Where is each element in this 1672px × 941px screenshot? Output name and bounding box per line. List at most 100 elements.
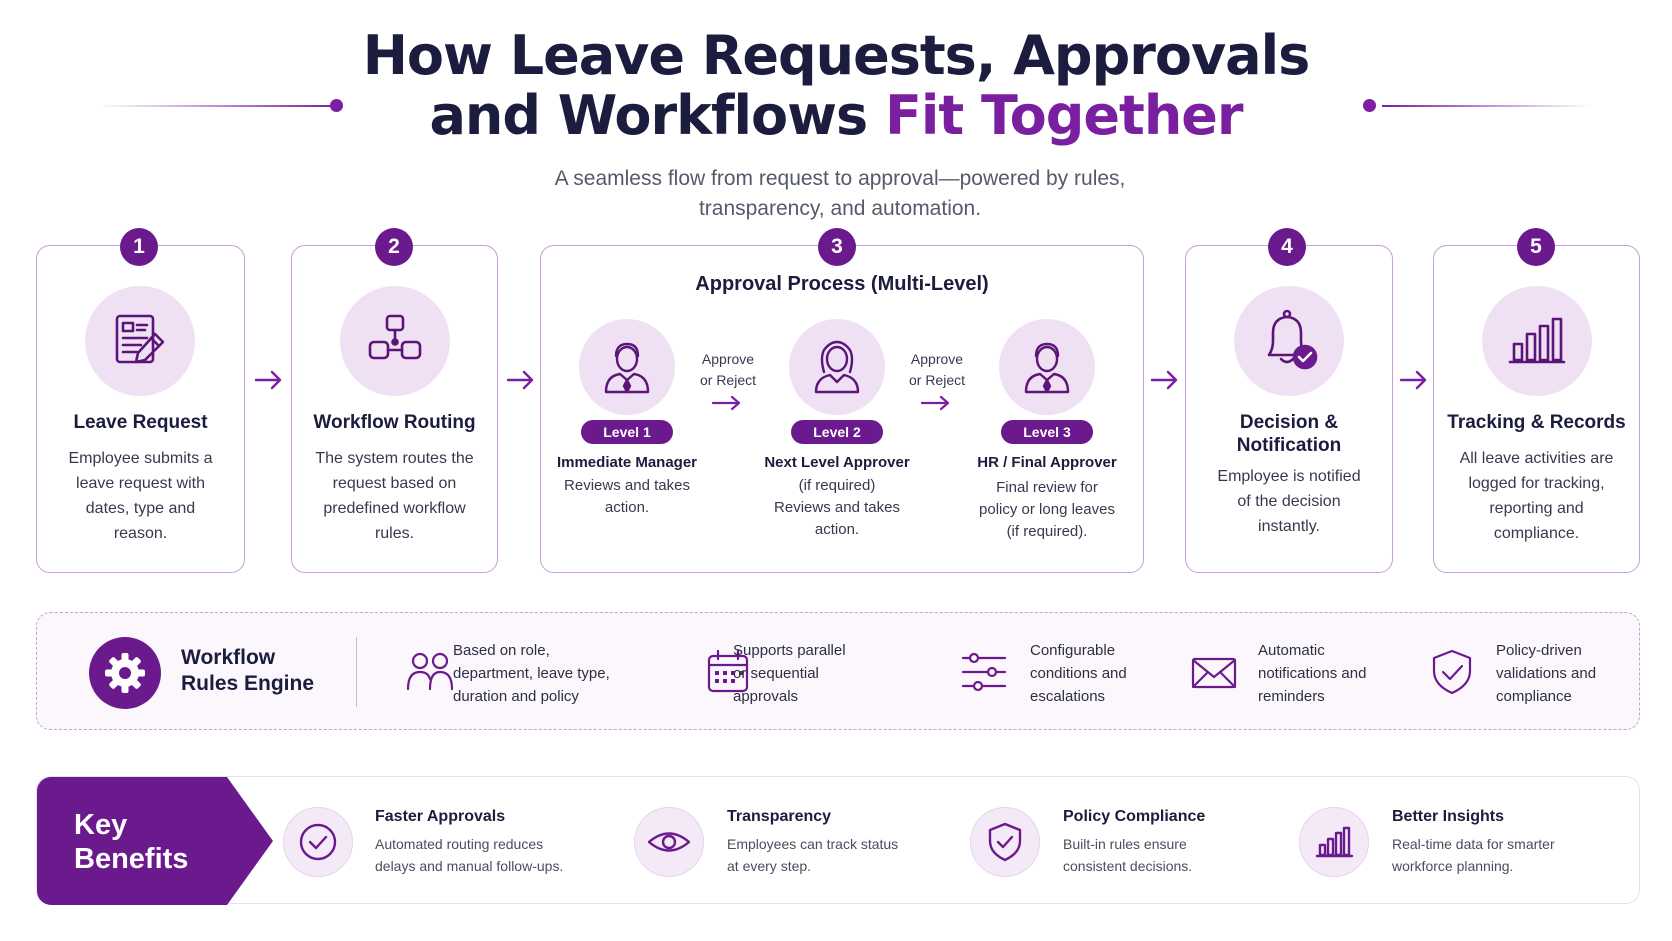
arrow-right-icon [1399,370,1427,390]
step-title: Tracking & Records [1447,412,1626,433]
key-benefits-panel: Key Benefits Faster Approvals Automated … [36,776,1640,905]
workflow-rules-engine-panel: Workflow Rules Engine Based on role, dep… [36,612,1640,730]
feature-line: conditions and [1030,665,1127,682]
engine-feature: Automatic notifications and reminders [1258,639,1366,708]
envelope-icon [1191,657,1237,689]
key-benefits-label: Key Benefits [37,777,273,905]
benefit-desc: Real-time data for smarter workforce pla… [1392,833,1555,877]
arrow-right-icon [711,395,741,411]
bar-chart-icon [1482,286,1592,396]
benefit-desc: Built-in rules ensure consistent decisio… [1063,833,1192,877]
step-number-3: 3 [818,228,856,266]
shield-check-icon [970,807,1040,877]
feature-line: department, leave type, [453,665,610,682]
step-title: Approval Process (Multi-Level) [695,273,989,295]
desc-line: dates, type and [85,500,196,517]
desc-line: Final review for [996,479,1098,496]
arrow-right-icon [506,370,534,390]
arrow-right-icon [254,370,282,390]
feature-line: compliance [1496,688,1572,705]
approve-or-reject-label: Approve or Reject [693,349,763,391]
reject-text: or Reject [908,372,966,388]
desc-line: compliance. [1493,525,1580,542]
desc-line: Employees can track status [727,836,899,852]
feature-line: Automatic [1258,642,1325,659]
reject-text: or Reject [699,372,757,388]
desc-line: rules. [374,525,415,542]
feature-line: approvals [733,688,799,705]
sliders-icon [961,652,1007,692]
title-accent: Fit Together [884,84,1244,147]
step-card-decision-notification: Decision & Notification Employee is noti… [1185,245,1393,573]
bar-chart-icon [1299,807,1369,877]
desc-line: reason. [113,525,168,542]
feature-line: Policy-driven [1496,642,1582,659]
title-line-1: How Leave Requests, Approvals [362,24,1311,87]
desc-line: (if required). [1006,523,1088,540]
shield-check-icon [1432,649,1472,695]
feature-line: validations and [1496,665,1597,682]
step-desc: All leave activities are logged for trac… [1434,446,1639,546]
arrow-right-icon [920,395,950,411]
step-title: Workflow Routing [313,412,476,433]
level-name: Next Level Approver [764,454,910,471]
desc-line: predefined workflow [323,500,466,517]
male-user-icon [999,319,1095,415]
calendar-icon [707,649,749,693]
level-badge: Level 1 [581,420,673,444]
step-number-2: 2 [375,228,413,266]
desc-line: Reviews and takes [564,477,690,494]
level-desc: (if required) Reviews and takes action. [747,475,927,541]
desc-line: instantly. [1258,518,1320,535]
page-title: How Leave Requests, Approvals and Workfl… [0,26,1672,146]
desc-line: (if required) [798,477,876,494]
desc-line: of the decision [1237,493,1341,510]
engine-feature: Policy-driven validations and compliance [1496,639,1596,708]
eye-icon [634,807,704,877]
engine-feature: Supports parallel or sequential approval… [733,639,846,708]
title-line: Workflow [181,646,276,669]
gear-icon [89,637,161,709]
document-edit-icon [85,286,195,396]
title-line: Decision & [1239,412,1339,433]
approve-text: Approve [910,351,964,367]
female-user-icon [789,319,885,415]
decor-dot-left [330,99,343,112]
decor-line-left [96,105,336,107]
step-number-4: 4 [1268,228,1306,266]
subtitle-line-1: A seamless flow from request to approval… [554,167,1126,190]
feature-line: duration and policy [453,688,579,705]
decor-dot-right [1363,99,1376,112]
engine-title: Workflow Rules Engine [181,645,314,697]
step-desc: Employee is notified of the decision ins… [1186,464,1392,539]
desc-line: logged for tracking, [1468,475,1605,492]
desc-line: consistent decisions. [1063,858,1193,874]
step-title: Leave Request [73,412,208,433]
benefit-title: Faster Approvals [375,808,506,825]
desc-line: All leave activities are [1459,450,1614,467]
divider [356,637,357,707]
title-line-2: and Workflows Fit Together [0,86,1672,146]
feature-line: reminders [1258,688,1325,705]
benefit-desc: Employees can track status at every step… [727,833,898,877]
subtitle: A seamless flow from request to approval… [400,164,1280,224]
desc-line: The system routes the [315,450,474,467]
benefit-title: Policy Compliance [1063,808,1206,825]
title-line: Rules Engine [181,672,315,695]
desc-line: workforce planning. [1392,858,1514,874]
benefit-title: Better Insights [1392,808,1505,825]
feature-line: Supports parallel [733,642,846,659]
feature-line: escalations [1030,688,1106,705]
users-icon [406,652,454,691]
approve-or-reject-label: Approve or Reject [902,349,972,391]
step-desc: Employee submits a leave request with da… [37,446,244,546]
step-card-workflow-routing: Workflow Routing The system routes the r… [291,245,498,573]
desc-line: Employee submits a [68,450,213,467]
title-line-2-main: and Workflows [429,84,885,147]
desc-line: leave request with [76,475,205,492]
step-title: Decision & Notification [1186,411,1392,457]
desc-line: delays and manual follow-ups. [375,858,564,874]
feature-line: notifications and [1258,665,1367,682]
feature-line: Configurable [1030,642,1116,659]
bell-check-icon [1234,286,1344,396]
